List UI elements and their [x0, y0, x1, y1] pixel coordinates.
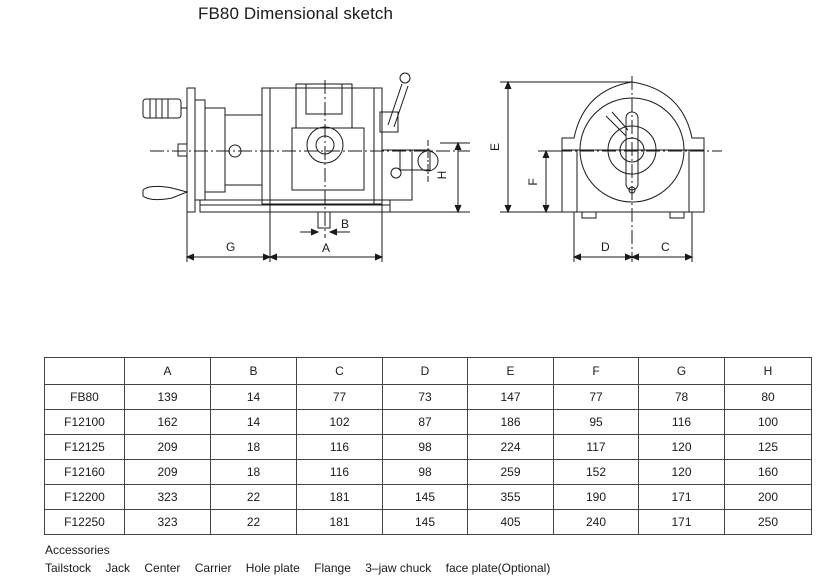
value-cell: 73: [382, 384, 468, 410]
value-cell: 162: [124, 409, 211, 435]
accessories-list: Tailstock Jack Center Carrier Hole plate…: [45, 561, 561, 575]
value-cell: 102: [296, 409, 383, 435]
value-cell: 224: [467, 434, 554, 460]
dim-label-h: H: [435, 171, 449, 180]
value-cell: 98: [382, 434, 468, 460]
header-cell: H: [724, 357, 812, 385]
value-cell: 125: [724, 434, 812, 460]
value-cell: 77: [296, 384, 383, 410]
value-cell: 95: [553, 409, 639, 435]
side-view: [142, 72, 470, 262]
header-cell: G: [638, 357, 725, 385]
header-cell: E: [467, 357, 554, 385]
value-cell: 323: [124, 484, 211, 510]
value-cell: 116: [296, 459, 383, 485]
value-cell: 22: [210, 509, 297, 535]
table-header-row: A B C D E F G H: [44, 357, 812, 385]
dimensional-sketch: G A B H E F D C: [142, 72, 722, 262]
value-cell: 209: [124, 459, 211, 485]
accessories-title: Accessories: [45, 543, 110, 557]
header-cell: A: [124, 357, 211, 385]
value-cell: 100: [724, 409, 812, 435]
value-cell: 22: [210, 484, 297, 510]
dim-label-g: G: [226, 240, 235, 254]
value-cell: 139: [124, 384, 211, 410]
value-cell: 78: [638, 384, 725, 410]
value-cell: 240: [553, 509, 639, 535]
model-cell: F12125: [44, 434, 125, 460]
value-cell: 186: [467, 409, 554, 435]
front-view: [500, 76, 722, 262]
value-cell: 181: [296, 484, 383, 510]
value-cell: 200: [724, 484, 812, 510]
value-cell: 18: [210, 459, 297, 485]
value-cell: 405: [467, 509, 554, 535]
dim-label-f: F: [526, 178, 540, 185]
value-cell: 181: [296, 509, 383, 535]
value-cell: 18: [210, 434, 297, 460]
value-cell: 250: [724, 509, 812, 535]
value-cell: 209: [124, 434, 211, 460]
value-cell: 190: [553, 484, 639, 510]
value-cell: 87: [382, 409, 468, 435]
model-cell: F12160: [44, 459, 125, 485]
value-cell: 80: [724, 384, 812, 410]
dim-label-e: E: [488, 143, 502, 151]
model-cell: F12100: [44, 409, 125, 435]
header-cell: B: [210, 357, 297, 385]
model-cell: FB80: [44, 384, 125, 410]
accessory-item: face plate(Optional): [445, 561, 551, 575]
value-cell: 117: [553, 434, 639, 460]
accessory-item: Flange: [314, 561, 351, 575]
dim-label-d: D: [601, 240, 610, 254]
accessory-item: Tailstock: [45, 561, 92, 575]
accessory-item: 3–jaw chuck: [365, 561, 432, 575]
header-cell: C: [296, 357, 383, 385]
model-cell: F12200: [44, 484, 125, 510]
dim-label-b: B: [341, 217, 349, 231]
value-cell: 259: [467, 459, 554, 485]
value-cell: 14: [210, 409, 297, 435]
dim-label-a: A: [322, 241, 330, 255]
page-title: FB80 Dimensional sketch: [198, 4, 394, 23]
value-cell: 77: [553, 384, 639, 410]
value-cell: 152: [553, 459, 639, 485]
model-cell: F12250: [44, 509, 125, 535]
value-cell: 116: [296, 434, 383, 460]
value-cell: 14: [210, 384, 297, 410]
accessory-item: Center: [144, 561, 181, 575]
value-cell: 120: [638, 459, 725, 485]
value-cell: 171: [638, 484, 725, 510]
header-cell: F: [553, 357, 639, 385]
value-cell: 171: [638, 509, 725, 535]
header-cell: [44, 357, 125, 385]
value-cell: 355: [467, 484, 554, 510]
value-cell: 98: [382, 459, 468, 485]
value-cell: 145: [382, 484, 468, 510]
header-cell: D: [382, 357, 468, 385]
accessory-item: Hole plate: [245, 561, 300, 575]
value-cell: 160: [724, 459, 812, 485]
value-cell: 323: [124, 509, 211, 535]
value-cell: 120: [638, 434, 725, 460]
value-cell: 145: [382, 509, 468, 535]
accessory-item: Carrier: [194, 561, 232, 575]
value-cell: 147: [467, 384, 554, 410]
accessory-item: Jack: [105, 561, 131, 575]
value-cell: 116: [638, 409, 725, 435]
dim-label-c: C: [661, 240, 670, 254]
